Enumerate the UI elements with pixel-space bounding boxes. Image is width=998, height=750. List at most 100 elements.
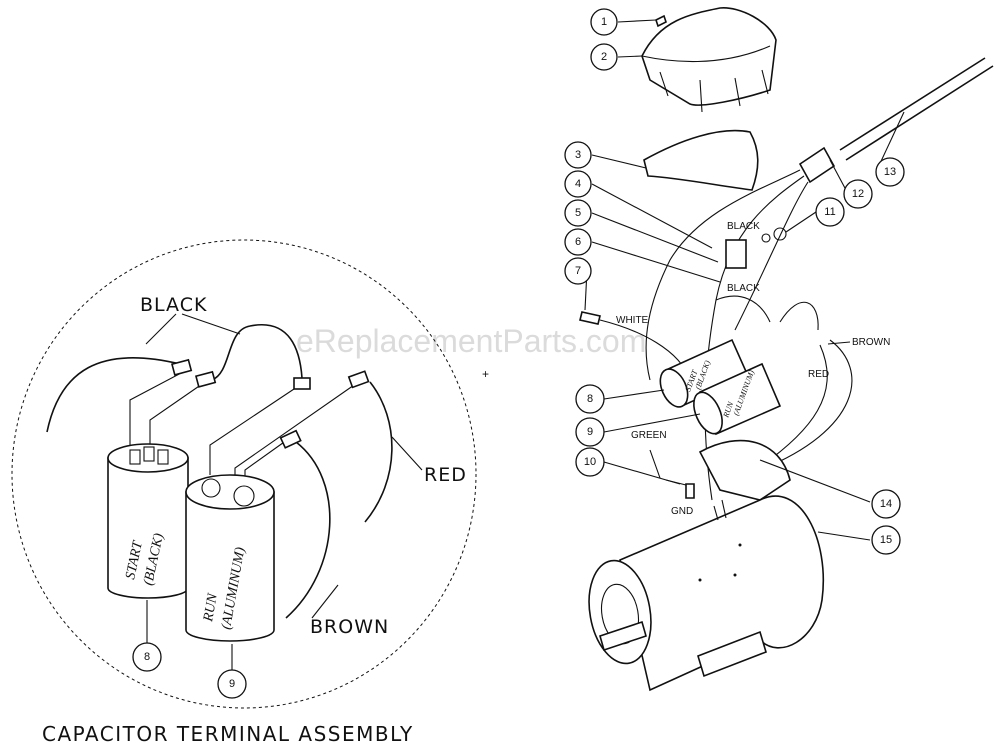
leader-10 (603, 461, 681, 485)
motor (588, 439, 824, 692)
callout-1: 1 (590, 8, 618, 36)
label-white: WHITE (616, 315, 649, 326)
cover-ribs (659, 69, 769, 113)
terminal-block (725, 239, 747, 269)
detail-label-black: BLACK (140, 294, 207, 316)
run-capacitor-body (185, 491, 275, 642)
cord-wire-1 (645, 169, 801, 381)
callout-9-detail-text: 9 (229, 678, 235, 690)
label-red: RED (808, 369, 829, 380)
callout-11: 11 (815, 197, 845, 227)
leader-black-2 (181, 313, 241, 335)
callout-8: 8 (575, 384, 605, 414)
callout-6-text: 6 (575, 236, 581, 248)
label-brown: BROWN (852, 337, 890, 348)
black-wire-loop (211, 323, 303, 381)
callout-9: 9 (575, 417, 605, 447)
callout-8-detail (132, 642, 162, 672)
cord-wire-2 (704, 175, 805, 501)
start-terminal-1 (129, 449, 141, 465)
leader-brown (827, 341, 851, 345)
run-capacitor-detail: RUN (ALUMINUM) (185, 474, 275, 642)
callout-15-text: 15 (880, 534, 892, 546)
brown-wire (759, 339, 853, 471)
callout-7: 7 (564, 257, 592, 285)
start-capacitor: START (BLACK) (659, 338, 750, 408)
callout-9-detail (217, 669, 247, 699)
capacitor-bracket (698, 439, 791, 501)
callout-13-text: 13 (884, 166, 896, 178)
run-capacitor-label-1: RUN (201, 592, 221, 624)
red-wire (364, 381, 393, 523)
strain-relief (798, 146, 836, 184)
motor-shaft (599, 620, 647, 652)
black-connector-1 (170, 358, 193, 376)
run-capacitor-top (185, 474, 275, 510)
black-connector-3 (293, 377, 311, 390)
cover-screw (655, 14, 667, 28)
callout-2-text: 2 (601, 51, 607, 63)
motor-bolt-2 (698, 578, 702, 582)
callout-4: 4 (564, 170, 592, 198)
callout-4-text: 4 (575, 178, 581, 190)
motor-bolt-3 (738, 543, 742, 547)
run-capacitor-end (693, 391, 723, 435)
callout-10: 10 (575, 447, 605, 477)
callout-11-text: 11 (824, 206, 835, 218)
callout-12-text: 12 (852, 188, 864, 200)
center-mark: + (482, 367, 489, 381)
ground-screw (579, 311, 601, 325)
cover-edge (641, 45, 771, 63)
leader-14 (759, 459, 871, 503)
callout-13: 13 (875, 157, 905, 187)
callout-8-detail-text: 8 (144, 651, 150, 663)
run-capacitor: RUN (ALUMINUM) (693, 362, 782, 436)
leader-black-1 (145, 313, 177, 345)
callout-10-text: 10 (584, 456, 596, 468)
callout-2: 2 (590, 43, 618, 71)
callout-14-text: 14 (880, 498, 892, 510)
capacitor-detail-view: START (BLACK) RUN (ALUMINUM) BLACK RED B… (11, 239, 477, 746)
brown-wire (285, 441, 331, 619)
black-wire-left (46, 356, 181, 433)
start-capacitor-top (107, 443, 189, 473)
lead-start-1 (129, 371, 184, 450)
detail-label-brown: BROWN (310, 616, 389, 638)
callout-6: 6 (564, 228, 592, 256)
start-terminal-2 (143, 446, 155, 462)
callout-5: 5 (564, 199, 592, 227)
start-capacitor-end (659, 368, 689, 408)
leader-15 (817, 531, 871, 541)
exploded-motor-view: START (BLACK) RUN (ALUMINUM) BLACK (564, 7, 994, 692)
callout-15: 15 (871, 525, 901, 555)
leader-8 (603, 389, 665, 400)
motor-foot (697, 630, 767, 678)
leader-6 (591, 241, 721, 283)
black-wire-a (715, 295, 771, 323)
power-cord-outer-2 (845, 65, 994, 161)
gnd-screw (685, 483, 695, 499)
start-terminal-3 (157, 449, 169, 465)
leader-red (391, 436, 423, 471)
callout-5-text: 5 (575, 207, 581, 219)
callout-1-text: 1 (601, 16, 607, 28)
callout-7-text: 7 (575, 265, 581, 277)
label-black-lower: BLACK (727, 283, 760, 294)
callout-8-text: 8 (587, 393, 593, 405)
detail-title: CAPACITOR TERMINAL ASSEMBLY (42, 722, 414, 746)
terminal-cover (641, 7, 777, 106)
callout-12: 12 (843, 179, 873, 209)
leader-brown (311, 584, 339, 619)
terminal-cover-assembly (641, 7, 777, 113)
black-wire-b (779, 301, 819, 331)
motor-body (619, 495, 824, 692)
red-connector (347, 370, 370, 389)
run-terminal-2 (233, 485, 255, 507)
lead-start-2 (149, 381, 206, 452)
leader-5 (591, 212, 719, 263)
callout-9-text: 9 (587, 426, 593, 438)
power-cord-outer-1 (839, 57, 986, 151)
leader-2 (617, 55, 643, 58)
